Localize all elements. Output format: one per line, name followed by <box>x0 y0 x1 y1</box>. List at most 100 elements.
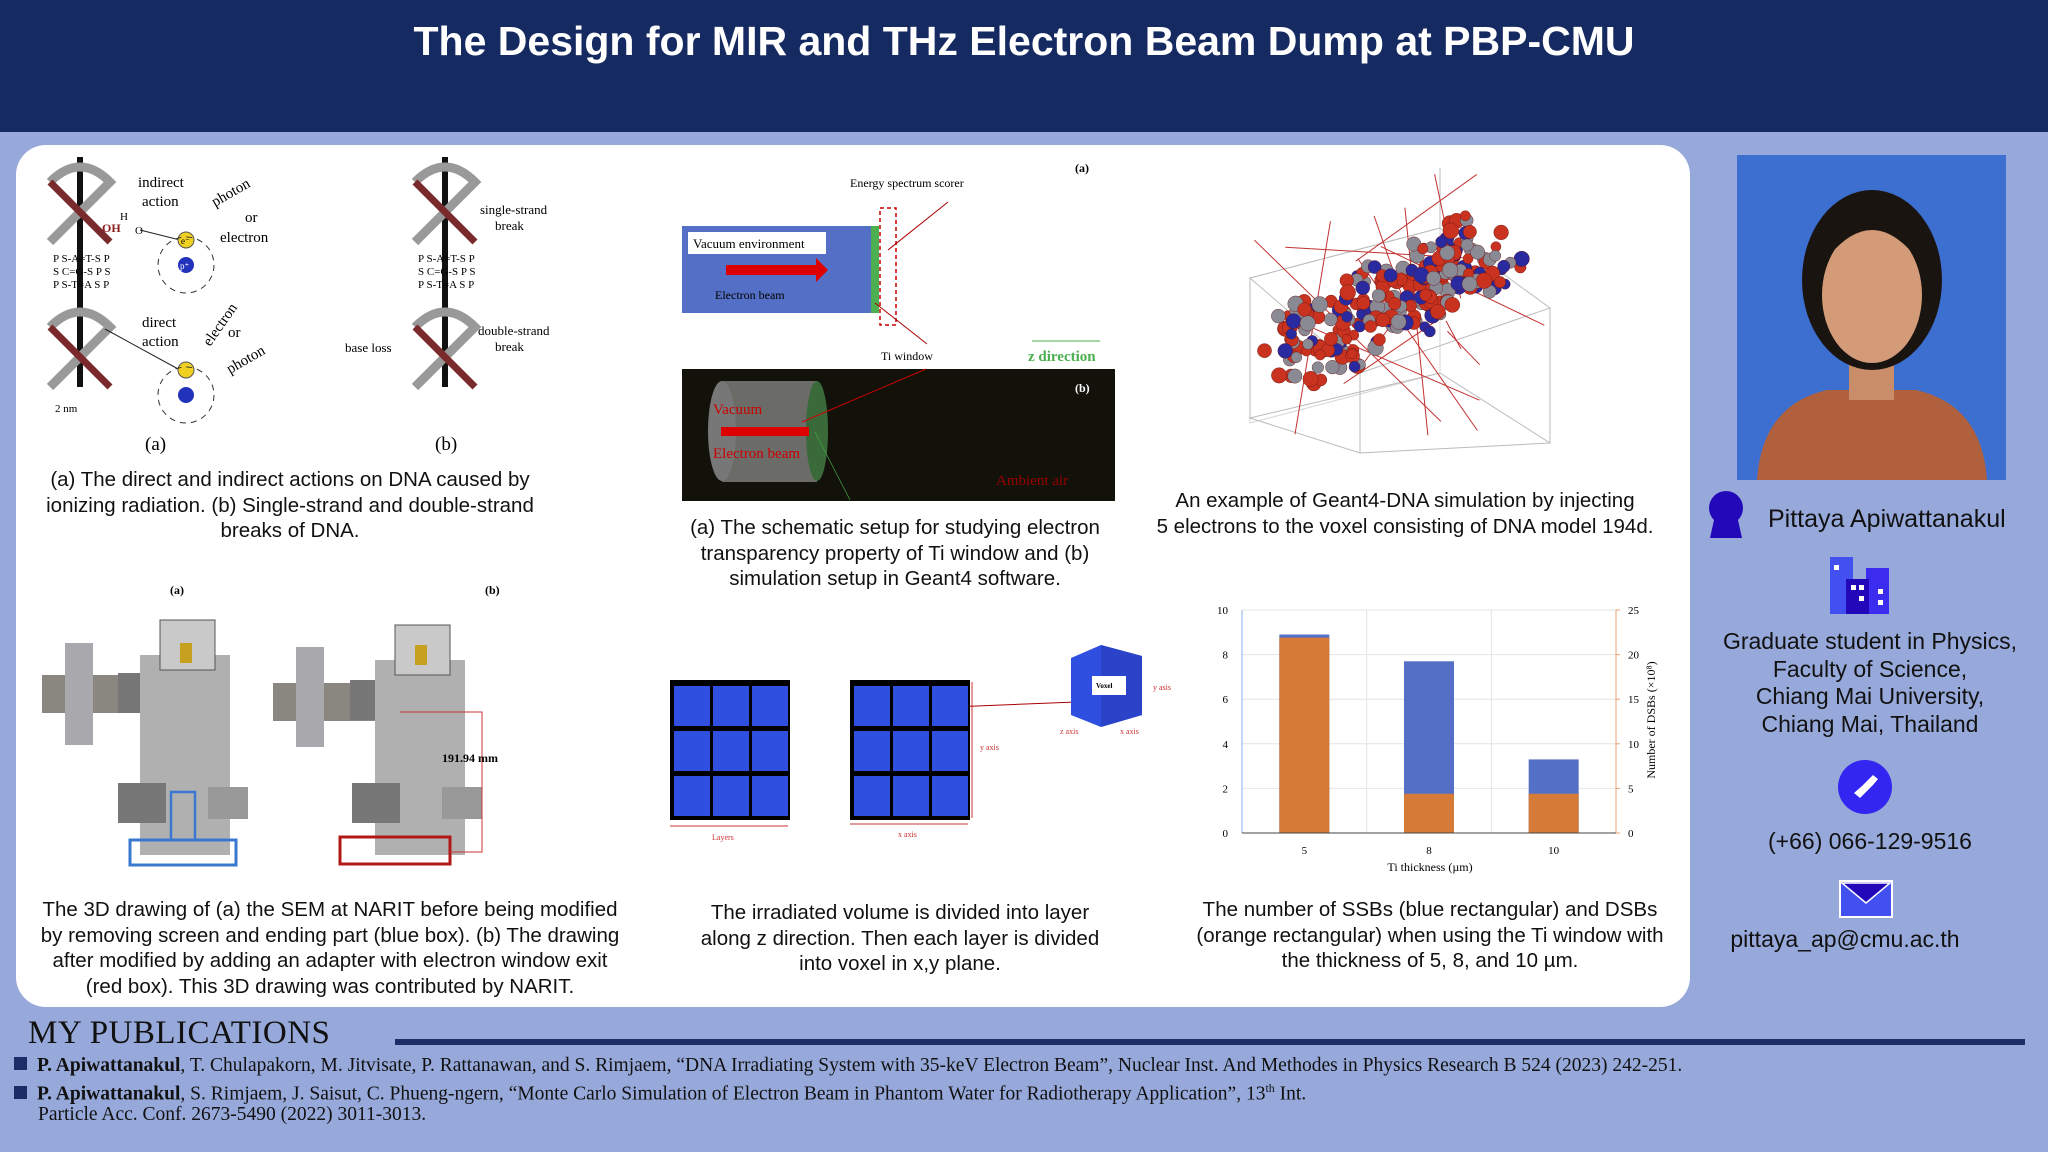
caption-line: breaks of DNA. <box>220 519 360 542</box>
voxel-cell <box>893 731 929 771</box>
label-direct: direct <box>142 315 177 331</box>
ssb-dsb-bar-chart: Ti thickness (µm) Number of DSBs (×10⁸) … <box>1217 605 1658 874</box>
label-photon: photon <box>209 176 254 211</box>
dna-atom <box>1489 249 1502 262</box>
label-b: (b) <box>485 583 500 597</box>
envelope-icon[interactable] <box>1839 880 1893 918</box>
label-oh: OH <box>102 221 121 235</box>
sem-caption: The 3D drawing of (a) the SEM at NARIT b… <box>20 897 640 999</box>
voxel-cell <box>674 731 710 771</box>
person-icon <box>1709 491 1743 538</box>
y2-tick-label: 20 <box>1628 650 1640 662</box>
y2-tick-label: 10 <box>1628 739 1640 751</box>
dna-atom <box>1444 297 1461 313</box>
profile-email[interactable]: pittaya_ap@cmu.ac.th <box>1730 926 1960 952</box>
label-vacuum-env: Vacuum environment <box>693 236 805 251</box>
voxel-label-box <box>1092 676 1126 695</box>
voxel-caption: The irradiated volume is divided into la… <box>660 900 1140 977</box>
phone-icon[interactable] <box>1837 759 1893 815</box>
x-axis-label: Ti thickness (µm) <box>1387 860 1472 874</box>
y-tick-label: 8 <box>1223 650 1229 662</box>
dna-atom <box>1324 312 1338 327</box>
red-box <box>338 835 452 866</box>
dna-atom <box>1341 311 1353 323</box>
affiliation-line: Chiang Mai University, <box>1755 683 1985 709</box>
dna-atom <box>1290 351 1303 363</box>
voxel-pointer <box>951 701 1077 708</box>
arrow <box>887 201 949 251</box>
dna-atom <box>1299 315 1316 332</box>
voxel-cell <box>932 686 968 726</box>
label-a: (a) <box>170 583 184 597</box>
label-direct-action: action <box>142 334 179 350</box>
label-b: (b) <box>435 434 457 455</box>
beam-arrowhead <box>816 258 828 282</box>
dsb-bar-5 <box>1279 637 1330 833</box>
voxel-cell <box>932 731 968 771</box>
atom-orbit <box>157 366 215 424</box>
dna-atom <box>1302 338 1314 350</box>
electron-circle <box>177 231 195 249</box>
y-tick-label: 0 <box>1223 828 1229 840</box>
poster-title: The Design for MIR and THz Electron Beam… <box>413 18 1635 64</box>
dna-atom <box>1271 367 1288 384</box>
x-tick-label: 8 <box>1426 845 1432 857</box>
y2-tick-label: 25 <box>1628 605 1640 617</box>
label-o: O <box>135 225 143 237</box>
dna-atom <box>1419 288 1432 302</box>
ti-window <box>871 226 879 313</box>
profile-photo <box>1737 155 2006 480</box>
caption-line: (a) The schematic setup for studying ele… <box>690 516 1100 539</box>
label-electron: electron <box>220 230 269 246</box>
dna-damage-figure: P S-A=T-S P S C=G-S P S P S-T=A S P indi… <box>46 157 550 455</box>
voxel-cell <box>713 731 749 771</box>
building-icon <box>1830 557 1889 614</box>
label-vacuum: Vacuum <box>713 402 762 418</box>
dna-atom <box>1424 325 1436 338</box>
y2-axis-label: Number of DSBs (×10⁸) <box>1644 661 1658 778</box>
dna-atom <box>1325 360 1340 375</box>
dna-atom <box>1339 284 1356 301</box>
bullet-icon <box>14 1057 27 1070</box>
label-or: or <box>228 325 241 341</box>
caption-line: along z direction. Then each layer is di… <box>700 926 1100 950</box>
publication-item: P. Apiwattanakul, T. Chulapakorn, M. Jit… <box>14 1055 1682 1077</box>
sem-3d-drawing: (a) (b) 191.94 mm <box>42 583 500 867</box>
dna-base-text: P S-T=A S P <box>418 279 474 291</box>
header-bar <box>0 0 2048 132</box>
affiliation-line: Graduate student in Physics, <box>1722 628 2018 654</box>
sem-drawing-b <box>273 624 482 855</box>
caption-line: simulation setup in Geant4 software. <box>729 567 1061 590</box>
electron-track <box>1447 330 1480 365</box>
label-a: (a) <box>1075 161 1089 175</box>
setup-figure: (a) Energy spectrum scorer Vacuum enviro… <box>682 161 1115 501</box>
dna-base-text: S C=G-S P S <box>418 266 475 278</box>
arrow <box>874 302 928 345</box>
caption-line: the thickness of 5, 8, and 10 µm. <box>1281 949 1579 972</box>
caption-line: An example of Geant4-DNA simulation by i… <box>1175 489 1635 512</box>
arrow <box>104 328 181 371</box>
dna-atom <box>1390 313 1407 330</box>
proton-circle <box>178 257 194 273</box>
voxel-cell <box>752 776 788 816</box>
label-indirect-action: action <box>142 194 179 210</box>
sem-drawing-a <box>42 619 248 855</box>
dna-atom <box>1460 238 1474 252</box>
caption-line: after modified by adding an adapter with… <box>52 949 608 972</box>
proton-circle <box>178 387 194 403</box>
dna-atom <box>1383 268 1398 283</box>
dna-atom <box>1285 313 1302 329</box>
voxel-cell <box>713 686 749 726</box>
geant4-dna-simulation-image <box>1248 168 1552 454</box>
publication-text: , T. Chulapakorn, M. Jitvisate, P. Ratta… <box>180 1055 1683 1076</box>
voxel-cell <box>752 731 788 771</box>
profile-name: Pittaya Apiwattanakul <box>1768 505 2006 533</box>
dna-atom <box>1493 276 1506 289</box>
label-break: break <box>495 339 524 354</box>
caption-line: by removing screen and ending part (blue… <box>40 923 620 947</box>
label-x-axis: x axis <box>898 830 917 839</box>
dna-atom <box>1462 224 1477 239</box>
profile-phone[interactable]: (+66) 066-129-9516 <box>1768 828 1972 854</box>
dna-atom <box>1285 328 1297 340</box>
publication-item: P. Apiwattanakul, S. Rimjaem, J. Saisut,… <box>14 1081 1306 1106</box>
